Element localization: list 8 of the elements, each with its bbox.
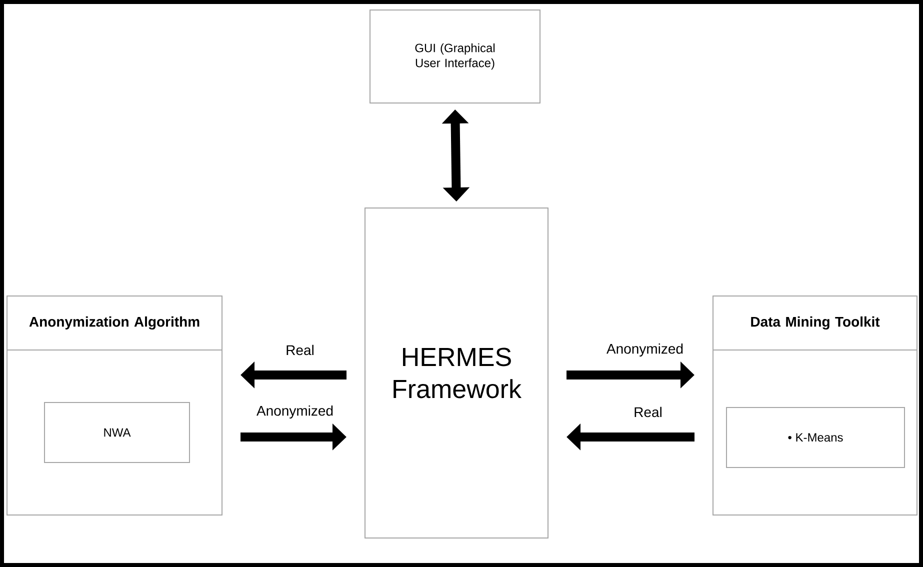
edge-label: Anonymized bbox=[256, 405, 333, 419]
list-box: • K-Means bbox=[726, 407, 905, 468]
process-box: GUI (Graphical User Interface) bbox=[370, 10, 540, 104]
process-box: HERMES Framework bbox=[364, 208, 548, 538]
edge-label: Real bbox=[634, 406, 662, 418]
process-box: NWA bbox=[44, 402, 190, 463]
edge-label: Anonymized bbox=[606, 343, 683, 357]
edge-label: Real bbox=[286, 344, 314, 356]
